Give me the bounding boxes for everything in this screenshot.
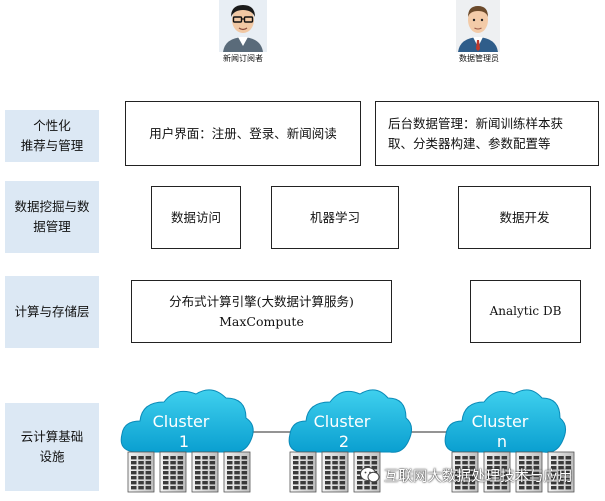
- admin-figure-icon: [456, 0, 500, 52]
- cluster-2-name: Cluster: [314, 412, 371, 431]
- data-admin-avatar: [456, 0, 500, 52]
- cluster-n-name: Cluster: [472, 412, 529, 431]
- cluster-n-id: n: [497, 432, 507, 451]
- server-rack-icon: [515, 451, 543, 493]
- server-rack-icon: [483, 451, 511, 493]
- wechat-icon: [360, 467, 380, 483]
- server-rack-icon: [289, 451, 317, 493]
- distributed-compute-engine-box: 分布式计算引擎(大数据计算服务) MaxCompute: [131, 280, 392, 343]
- server-rack-icon: [127, 451, 155, 493]
- server-rack-icon: [451, 451, 479, 493]
- subscriber-figure-icon: [219, 0, 267, 52]
- data-admin-label: 数据管理员: [459, 54, 499, 63]
- watermark: 互联网大数据处理技术与应用: [360, 462, 573, 488]
- server-rack-icon: [191, 451, 219, 493]
- data-development-box: 数据开发: [458, 186, 591, 249]
- cluster-2-id: 2: [339, 432, 349, 451]
- news-subscriber-avatar: [219, 0, 267, 52]
- cluster-2-cloud: Cluster 2: [288, 389, 412, 453]
- server-rack-icon: [159, 451, 187, 493]
- user-interface-box: 用户界面：注册、登录、新闻阅读: [125, 101, 361, 166]
- machine-learning-box: 机器学习: [271, 186, 399, 249]
- backend-data-management-box: 后台数据管理：新闻训练样本获 取、分类器构建、参数配置等: [375, 101, 599, 166]
- server-rack-icon: [547, 451, 575, 493]
- layer-data-mining: 数据挖掘与数 据管理: [5, 181, 99, 253]
- watermark-text: 互联网大数据处理技术与应用: [384, 468, 573, 485]
- server-rack-icon: [321, 451, 349, 493]
- data-access-box: 数据访问: [151, 186, 241, 249]
- cluster-1-name: Cluster: [153, 412, 210, 431]
- cluster-1-id: 1: [179, 432, 189, 451]
- analytic-db-box: Analytic DB: [470, 280, 581, 343]
- layer-compute-storage: 计算与存储层: [5, 276, 99, 348]
- cluster-1-cloud: Cluster 1: [120, 389, 254, 453]
- cluster-n-cloud: Cluster n: [444, 389, 566, 453]
- server-racks: [127, 451, 575, 493]
- layer-personalization: 个性化 推荐与管理: [5, 110, 99, 162]
- news-subscriber-label: 新闻订阅者: [223, 54, 263, 63]
- layer-cloud-infrastructure: 云计算基础 设施: [5, 403, 99, 491]
- server-rack-icon: [223, 451, 251, 493]
